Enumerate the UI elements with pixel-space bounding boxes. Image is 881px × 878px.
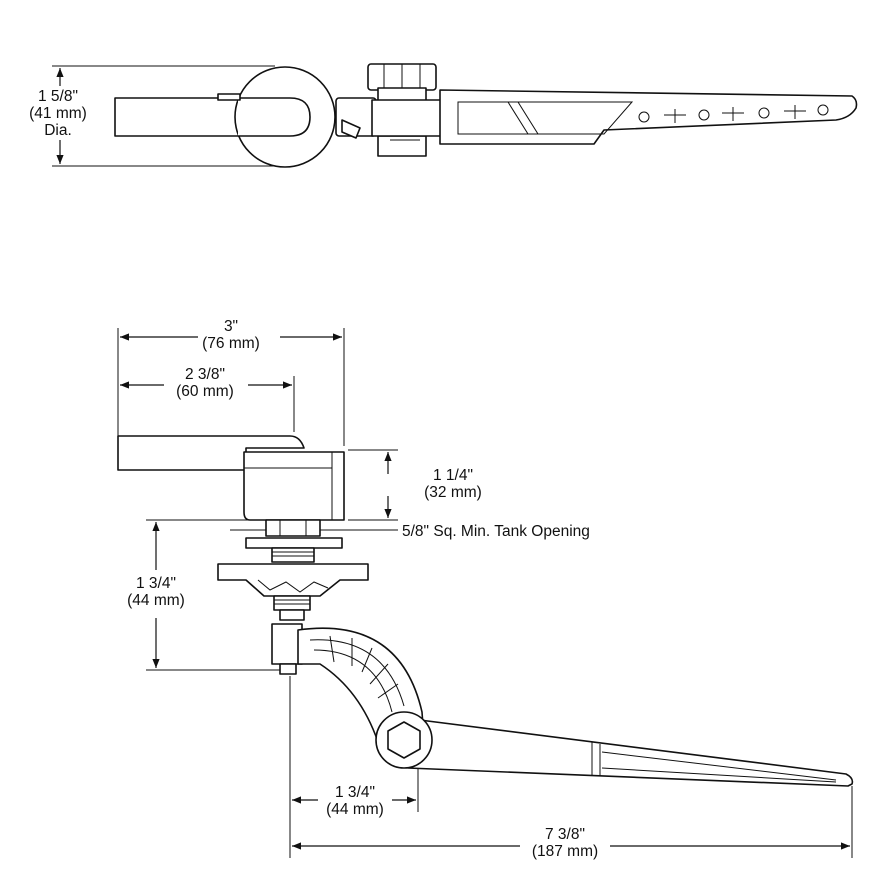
arm-length-line1: 7 3/8" [545, 826, 585, 843]
diameter-label-line1: 1 5/8" [38, 88, 78, 105]
diameter-label-line2: (41 mm) [29, 105, 87, 122]
flange-nut [217, 563, 369, 597]
arm-offset-line2: (44 mm) [326, 801, 384, 818]
diameter-label-line3: Dia. [44, 122, 72, 139]
overall-width-line1: 3" [224, 318, 238, 335]
hub-height-line1: 1 1/4" [433, 467, 473, 484]
hub-height-line2: (32 mm) [424, 484, 482, 501]
handle-hub [243, 451, 345, 521]
shank-drop-line2: (44 mm) [127, 592, 185, 609]
tank-opening-label: 5/8" Sq. Min. Tank Opening [402, 523, 590, 540]
handle-length-line1: 2 3/8" [185, 366, 225, 383]
arm-length-line2: (187 mm) [532, 843, 598, 860]
arm-offset-line1: 1 3/4" [335, 784, 375, 801]
top-view: 1 5/8" (41 mm) Dia. [29, 63, 858, 168]
trip-arm-long [403, 717, 854, 787]
trip-arm-top [439, 89, 858, 145]
arm-clip [271, 623, 303, 665]
overall-width-line2: (76 mm) [202, 335, 260, 352]
shank-drop-line1: 1 3/4" [136, 575, 176, 592]
handle-length-line2: (60 mm) [176, 383, 234, 400]
side-view: 3" (76 mm) 2 3/8" (60 mm) 1 1/4" (32 mm)… [117, 318, 854, 860]
mounting-nut [265, 519, 321, 537]
